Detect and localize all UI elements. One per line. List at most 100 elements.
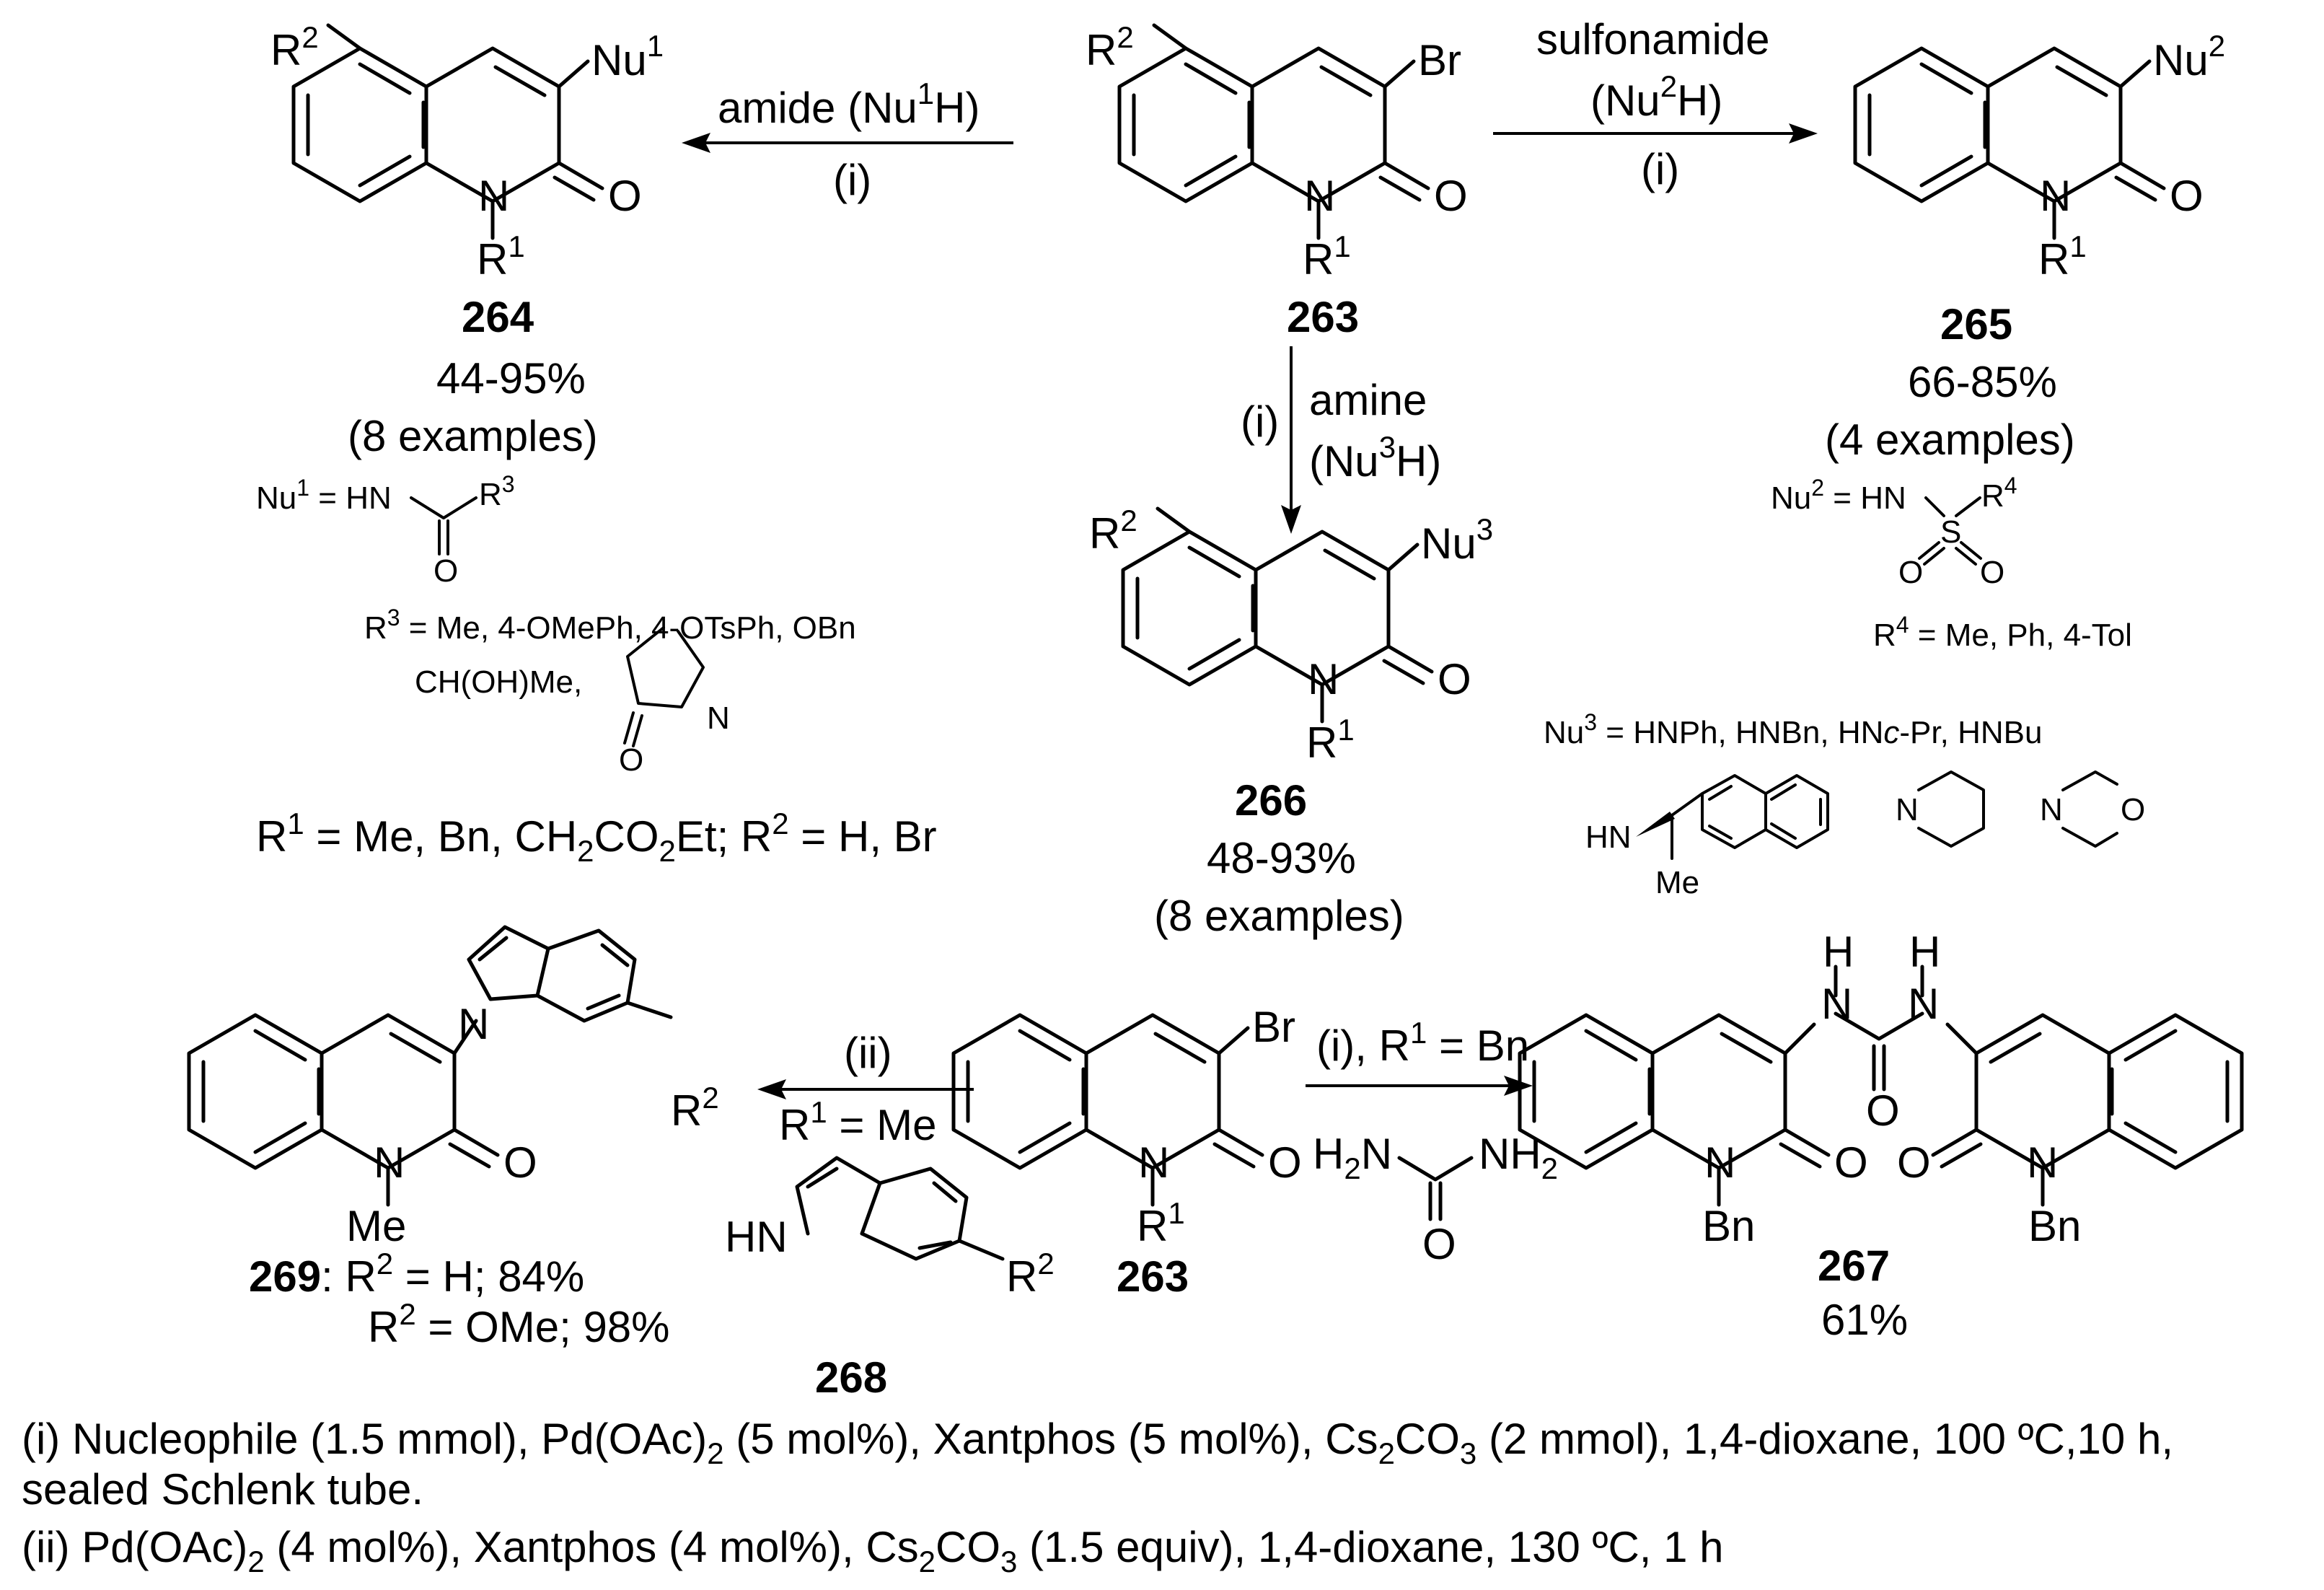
svg-text:R1: R1 [1303,229,1351,284]
svg-text:(Nu3H): (Nu3H) [1309,430,1441,486]
svg-text:S: S [1940,514,1961,550]
label-267: 267 [1818,1242,1890,1290]
svg-text:O: O [1438,655,1471,703]
r3-definition: R3 = Me, 4-OMePh, 4-OTsPh, OBn CH(OH)Me,… [364,605,856,778]
svg-text:Br: Br [1252,1003,1295,1051]
svg-text:R1 = Me, Bn, CH2CO2Et; R2 = H,: R1 = Me, Bn, CH2CO2Et; R2 = H, Br [256,807,937,868]
yield-267: 61% [1821,1296,1908,1344]
svg-text:NH2: NH2 [1479,1130,1558,1185]
compound-264 [294,23,602,238]
compound-265 [1855,48,2164,238]
svg-text:CH(OH)Me,: CH(OH)Me, [415,664,582,700]
svg-text:O: O [2121,792,2145,827]
svg-text:amide (Nu1H): amide (Nu1H) [718,76,980,132]
examples-264: (8 examples) [348,412,598,460]
svg-text:R1: R1 [477,229,525,284]
svg-text:R4: R4 [1981,473,2017,514]
svg-text:sulfonamide: sulfonamide [1536,15,1770,63]
svg-text:N: N [1821,980,1852,1028]
arrow-sulfonamide: sulfonamide (Nu2H) (i) [1493,15,1818,193]
svg-text:R1: R1 [1137,1196,1185,1250]
svg-text:O: O [1897,1138,1931,1187]
svg-text:N: N [1704,1138,1735,1187]
svg-text:R1: R1 [2038,229,2087,284]
svg-text:Bn: Bn [2028,1202,2081,1250]
svg-text:Nu1 = HN: Nu1 = HN [256,475,392,516]
svg-text:R3 = Me, 4-OMePh, 4-OTsPh, OBn: R3 = Me, 4-OMePh, 4-OTsPh, OBn [364,605,856,646]
svg-text:Nu2: Nu2 [2153,29,2225,84]
svg-text:Me: Me [346,1202,406,1250]
svg-text:N: N [374,1138,405,1187]
svg-text:(i): (i) [1241,398,1279,446]
svg-text:N: N [1304,172,1335,220]
svg-text:(ii): (ii) [844,1029,892,1077]
compound-267-labels: N N H H O N O Bn N O Bn 267 61% [1702,928,2081,1344]
nu2-definition: Nu2 = HN S R4 O O [1771,473,2017,590]
svg-text:269: R2 = H; 84%: 269: R2 = H; 84% [249,1247,584,1301]
arrow-amide: amide (Nu1H) (i) [682,76,1013,204]
footnote-i-line2: sealed Schlenk tube. [22,1465,423,1514]
examples-265: (4 examples) [1825,416,2075,464]
br-label: Br [1418,36,1461,84]
arrow-urea: (i), R1 = Bn H2N NH2 O [1306,1016,1558,1268]
svg-text:R2: R2 [1006,1247,1055,1301]
svg-text:amine: amine [1309,376,1427,424]
compound-265-labels: Nu2 N O R1 265 66-85% (4 examples) [1825,29,2225,464]
svg-text:Nu3 = HNPh, HNBn, HNc-Pr, HNBu: Nu3 = HNPh, HNBn, HNc-Pr, HNBu [1544,709,2042,750]
svg-text:N: N [458,1000,489,1048]
svg-text:N: N [2040,792,2063,827]
footnotes: (i) Nucleophile (1.5 mmol), Pd(OAc)2 (5 … [22,1415,2173,1578]
svg-text:R2: R2 [270,20,319,74]
yield-266: 48-93% [1207,834,1356,882]
svg-text:HN: HN [1585,820,1632,855]
svg-text:N: N [2040,172,2071,220]
svg-text:Nu1: Nu1 [591,29,664,84]
svg-text:(Nu2H): (Nu2H) [1590,69,1722,125]
nu1-definition: Nu1 = HN R3 O [256,471,515,589]
svg-text:(i), R1 = Bn: (i), R1 = Bn [1316,1016,1529,1070]
svg-text:O: O [1898,555,1923,590]
svg-text:Nu3: Nu3 [1421,512,1493,568]
svg-text:O: O [608,172,642,220]
label-263-bottom: 263 [1117,1252,1189,1301]
label-268: 268 [815,1353,887,1402]
svg-text:N: N [1896,792,1919,827]
svg-text:(i): (i) [1641,145,1679,193]
yield-265: 66-85% [1908,358,2057,406]
svg-text:O: O [1866,1086,1900,1135]
label-266: 266 [1235,776,1307,825]
svg-text:R2: R2 [1089,504,1137,558]
svg-text:N: N [2027,1138,2058,1187]
svg-text:O: O [1980,555,2004,590]
svg-text:R1 = Me: R1 = Me [779,1095,936,1149]
svg-text:N: N [707,700,730,736]
svg-text:R4 = Me, Ph, 4-Tol: R4 = Me, Ph, 4-Tol [1873,612,2132,653]
svg-text:O: O [2170,172,2204,220]
compound-266 [1123,506,1432,721]
compound-263-bottom [954,1015,1262,1205]
r1-r2-definition: R1 = Me, Bn, CH2CO2Et; R2 = H, Br [256,807,937,868]
svg-text:H: H [1823,928,1854,976]
compound-266-labels: Nu3 R2 N O R1 266 48-93% (8 examples) [1089,504,1493,940]
svg-text:HN: HN [725,1213,788,1261]
compound-263-bottom-labels: Br N O R1 263 [1117,1003,1302,1301]
svg-text:H2N: H2N [1313,1130,1392,1185]
label-265: 265 [1940,300,2012,348]
compound-267 [1520,965,2242,1205]
compound-269 [189,925,673,1205]
svg-text:O: O [619,742,643,778]
arrow-indole: (ii) R1 = Me [757,1029,974,1149]
footnote-ii: (ii) Pd(OAc)2 (4 mol%), Xantphos (4 mol%… [22,1523,1724,1578]
compound-268: HN R2 268 [725,1156,1055,1402]
svg-text:(i): (i) [833,156,871,204]
label-264: 264 [462,293,534,341]
svg-text:N: N [1138,1138,1169,1187]
r4-definition: R4 = Me, Ph, 4-Tol [1873,612,2132,653]
footnote-i: (i) Nucleophile (1.5 mmol), Pd(OAc)2 (5 … [22,1415,2173,1470]
arrow-amine: (i) amine (Nu3H) [1241,346,1441,534]
svg-text:R3: R3 [479,471,515,512]
svg-text:Me: Me [1655,865,1699,900]
svg-text:R2: R2 [671,1081,719,1135]
svg-text:Bn: Bn [1702,1202,1755,1250]
